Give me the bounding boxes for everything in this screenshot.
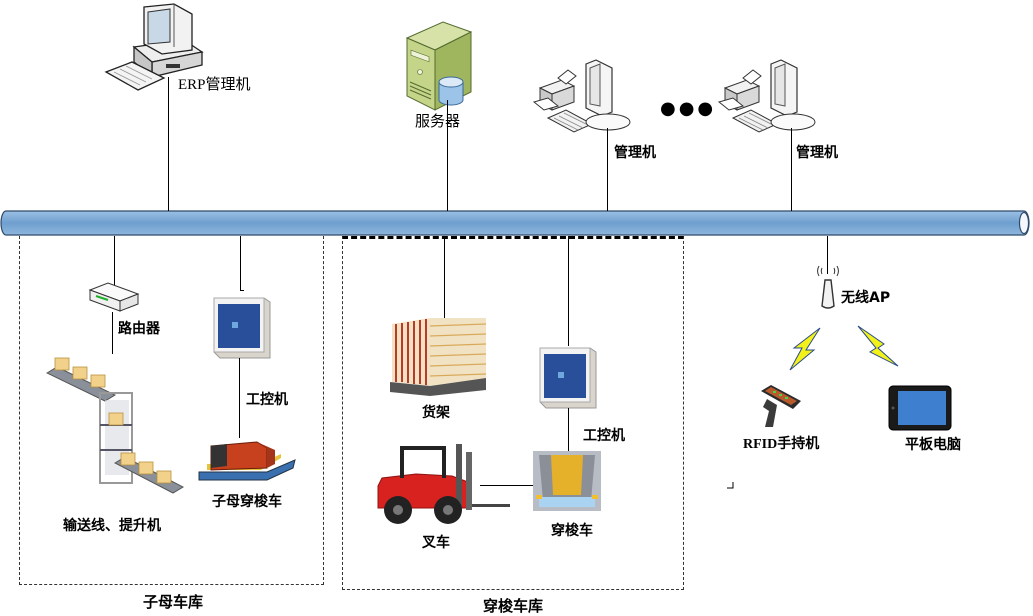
tablet-label: 平板电脑: [905, 437, 961, 453]
zone-label-shuttle: 穿梭车库: [483, 597, 544, 615]
mother-child-shuttle-icon: [198, 441, 296, 481]
ipc2-connector: [568, 236, 569, 346]
corner-mark: [727, 482, 734, 489]
forklift-label: 叉车: [422, 535, 450, 551]
zone-label-mother-child: 子母车库: [143, 593, 204, 611]
lightning-icon: [857, 325, 899, 367]
rack-label: 货架: [422, 405, 450, 421]
ipc1-connector: [240, 236, 241, 291]
erp-connector: [168, 77, 169, 211]
shuttle-car-icon: [533, 451, 601, 511]
server-database-icon: [405, 21, 473, 111]
router-connector: [114, 236, 115, 286]
workstation-printer-icon: [532, 59, 631, 133]
forklift-icon: [377, 444, 510, 524]
mgmt-label-2: 管理机: [796, 145, 838, 161]
router-conveyor-connector: [112, 312, 113, 354]
ap-label: 无线AP: [841, 290, 891, 306]
ipc2-shuttle-connector: [568, 408, 569, 452]
mgmt-connector-2: [791, 128, 792, 211]
tablet-icon: [888, 385, 952, 431]
conveyor-lift-icon: [45, 357, 185, 494]
forklift-shuttle-connector: [480, 485, 536, 486]
ipc2-label: 工控机: [583, 428, 625, 444]
rfid-label: RFID手持机: [743, 437, 820, 452]
zone-shuttle-warehouse: [342, 236, 684, 590]
rack-connector: [444, 236, 445, 320]
network-bus: [0, 210, 1030, 236]
more-nodes-ellipsis: ●●●: [660, 98, 717, 119]
wireless-ap-icon: [817, 265, 839, 309]
server-label: 服务器: [415, 114, 461, 130]
server-connector: [447, 100, 448, 211]
conveyor-label: 输送线、提升机: [63, 518, 161, 534]
mother-shuttle-label: 子母穿梭车: [212, 494, 282, 510]
ipc1-shuttle-connector: [239, 358, 240, 438]
mgmt-connector-1: [607, 128, 608, 211]
router-label: 路由器: [118, 321, 160, 337]
industrial-pc-icon: [213, 297, 271, 359]
industrial-pc-icon: [539, 347, 597, 409]
lightning-icon: [789, 327, 821, 371]
router-icon: [88, 282, 140, 312]
ap-connector: [827, 236, 828, 274]
rfid-handheld-icon: [761, 385, 801, 427]
desktop-computer-icon: [104, 3, 204, 91]
erp-label: ERP管理机: [178, 77, 251, 93]
mgmt-label-1: 管理机: [614, 145, 656, 161]
ipc1-label: 工控机: [246, 392, 288, 408]
zone-mother-child-warehouse: [19, 236, 324, 585]
ipc1-connector-tick: [240, 290, 244, 291]
workstation-printer-icon: [717, 59, 816, 133]
shuttle-label: 穿梭车: [551, 523, 593, 539]
storage-rack-icon: [390, 318, 487, 396]
